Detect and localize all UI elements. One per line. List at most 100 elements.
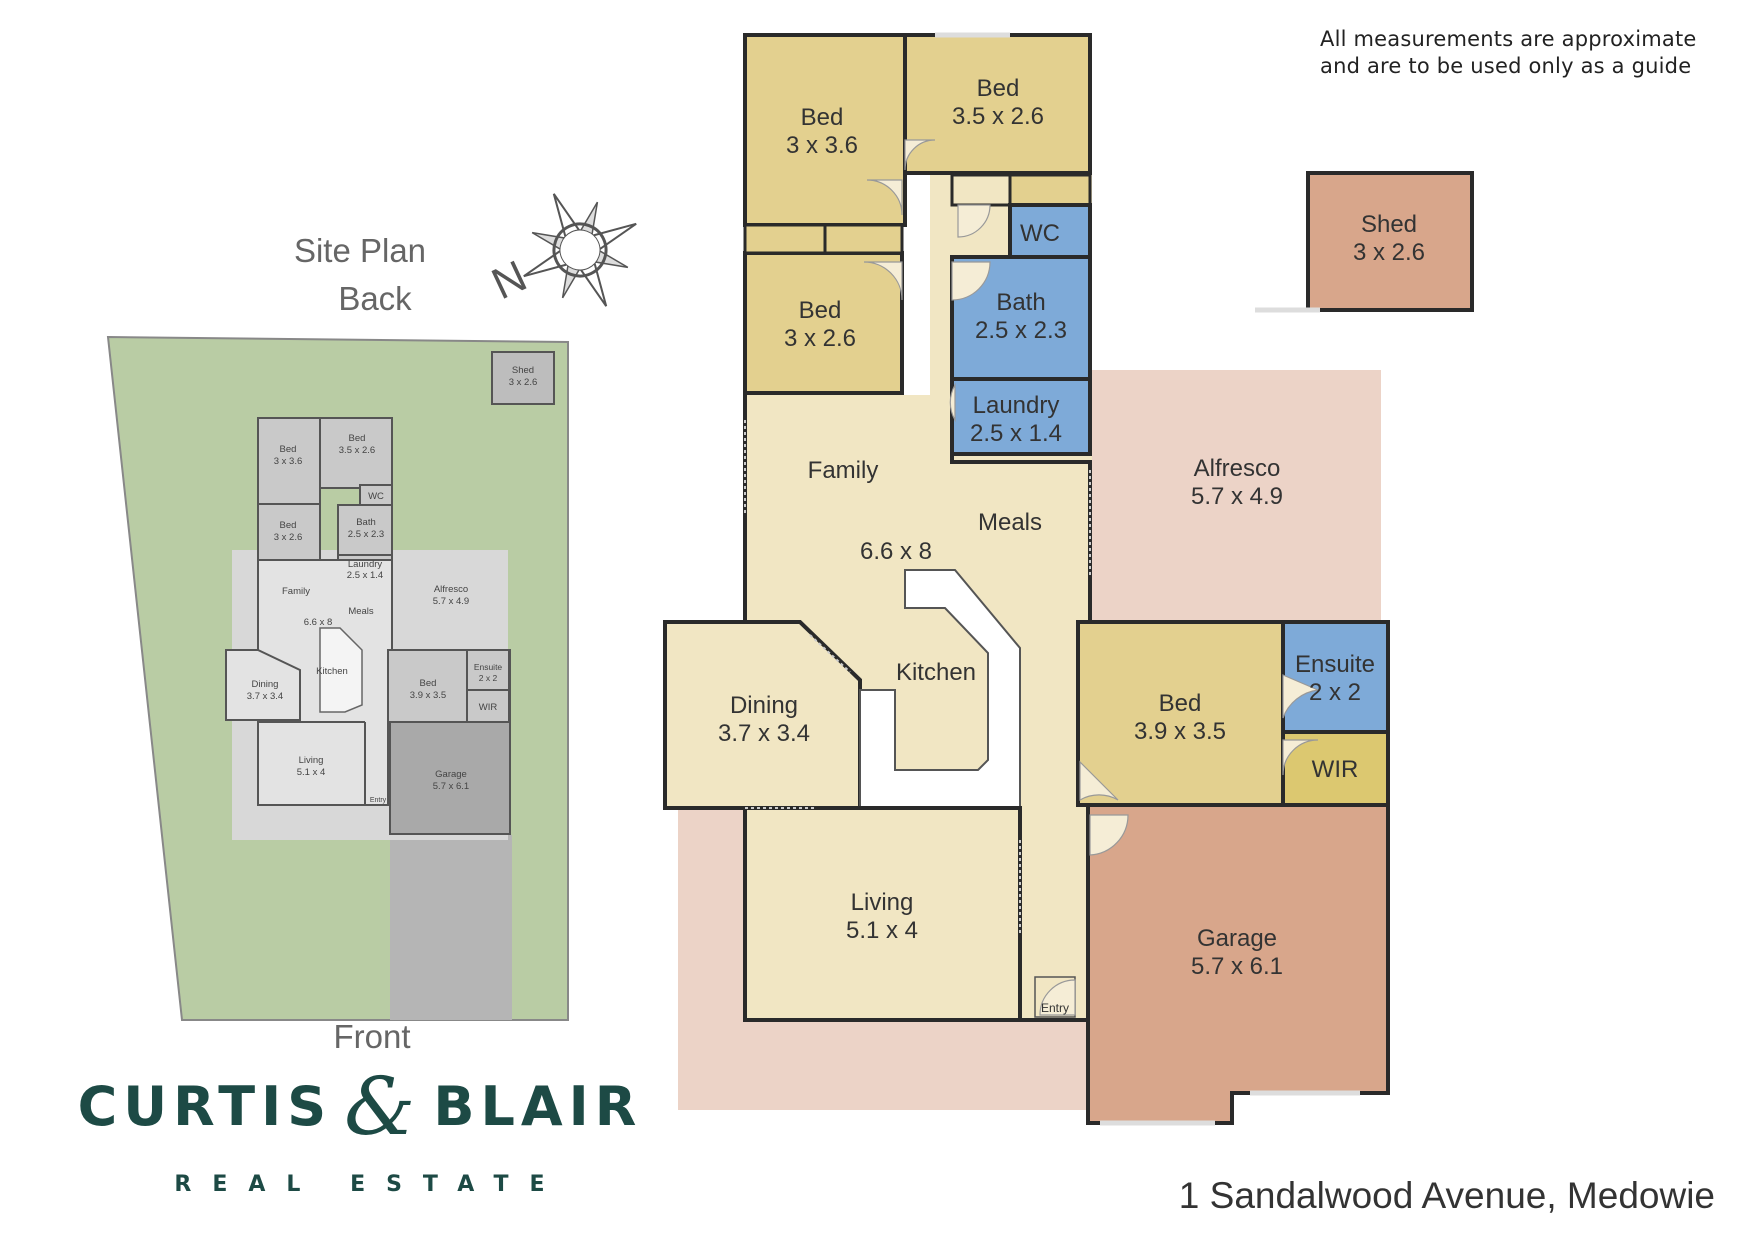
brand-name-right: BLAIR [433,1075,643,1138]
bed-closet-1 [743,223,827,255]
label-bed1: Bed [801,104,844,131]
label-bath-dim: 2.5 x 2.3 [975,317,1067,344]
site-room-garage [389,721,511,835]
property-address: 1 Sandalwood Avenue, Medowie [1178,1175,1715,1216]
site-label-bath: Bath [356,517,376,528]
label-living-dim: 5.1 x 4 [846,917,918,944]
site-label-laundry: Laundry [348,559,383,570]
site-label-ensuite: Ensuite [474,662,503,672]
site-label-shed-dim: 3 x 2.6 [509,377,538,388]
site-label-shed: Shed [512,365,534,376]
label-family-dim: 6.6 x 8 [860,538,932,565]
compass-north-letter: N [485,251,535,309]
site-label-ensuite-dim: 2 x 2 [479,673,498,683]
room-garage [1086,803,1390,1125]
label-wc: WC [1020,220,1060,247]
disclaimer-line-1: All measurements are approximate [1320,27,1697,51]
site-label-bed4: Bed [420,678,437,689]
disclaimer-line-2: and are to be used only as a guide [1320,54,1692,78]
label-shed: Shed [1361,211,1417,238]
label-wir: WIR [1312,756,1359,783]
room-bed2 [903,33,1092,175]
site-label-bed2-dim: 3.5 x 2.6 [339,445,375,456]
label-ensuite: Ensuite [1295,651,1375,678]
alfresco-area [1088,370,1381,625]
compass-rose-icon [523,193,637,307]
site-room-shed [491,351,555,405]
site-label-living-dim: 5.1 x 4 [297,767,326,778]
site-room-bed3 [257,503,321,561]
brand-logo: CURTIS & BLAIR REAL ESTATE [70,1059,650,1197]
site-room-wir [466,689,510,723]
site-label-bath-dim: 2.5 x 2.3 [348,529,384,540]
room-wc [1008,203,1092,259]
site-label-family: Family [282,586,310,597]
label-family: Family [808,457,879,484]
linen-cupboard-2 [1008,173,1092,207]
label-living: Living [851,889,914,916]
label-dining-dim: 3.7 x 3.4 [718,720,810,747]
room-living [743,806,1022,1022]
label-garage: Garage [1197,925,1277,952]
label-alfresco: Alfresco [1194,455,1281,482]
site-plan-title: Site Plan [293,232,427,269]
room-bed3 [743,251,904,395]
site-label-laundry-dim: 2.5 x 1.4 [347,570,383,581]
linen-cupboard-1 [950,173,1012,207]
site-kitchen-bench [319,627,363,713]
site-label-garage-dim: 5.7 x 6.1 [433,781,469,792]
site-label-dining: Dining [252,679,279,690]
site-label-bed1-dim: 3 x 3.6 [274,456,303,467]
site-label-wir: WIR [479,702,498,713]
label-bath: Bath [996,289,1045,316]
site-plan-front-label: Front [333,1018,411,1055]
site-label-bed2: Bed [349,433,366,444]
site-room-ensuite [466,649,510,691]
site-label-alfresco-dim: 5.7 x 4.9 [433,596,469,607]
label-entry: Entry [1041,1001,1069,1015]
site-label-bed1: Bed [280,444,297,455]
brand-tagline: REAL ESTATE [174,1172,566,1197]
label-dining: Dining [730,692,798,719]
site-plan-back-label: Back [338,280,412,317]
room-shed [1306,171,1474,312]
bed-closet-2 [823,223,904,255]
site-label-meals: Meals [348,606,374,617]
label-laundry-dim: 2.5 x 1.4 [970,420,1062,447]
site-label-bed3: Bed [280,520,297,531]
label-bed3-dim: 3 x 2.6 [784,325,856,352]
site-label-wc: WC [368,491,384,502]
label-bed1-dim: 3 x 3.6 [786,132,858,159]
label-garage-dim: 5.7 x 6.1 [1191,953,1283,980]
site-label-kitchen: Kitchen [316,666,348,677]
site-driveway [390,835,512,1020]
site-plan: Shed 3 x 2.6 Bed 3 x 3.6 Bed 3.5 x 2.6 W… [106,335,569,1021]
kitchen-bench [859,569,1021,809]
label-bed3: Bed [799,297,842,324]
label-bed4: Bed [1159,690,1202,717]
main-floor-plan: Bed 3 x 3.6 Bed 3.5 x 2.6 WC Bed 3 x 2.6… [663,32,1474,1126]
site-label-entry: Entry [370,797,387,804]
room-laundry [950,377,1092,456]
label-bed4-dim: 3.9 x 3.5 [1134,718,1226,745]
site-label-garage: Garage [435,769,467,780]
site-label-family-dim: 6.6 x 8 [304,617,333,628]
brand-wordmark: CURTIS & BLAIR [70,1059,650,1153]
site-label-living: Living [299,755,324,766]
site-label-bed4-dim: 3.9 x 3.5 [410,690,446,701]
brand-name-left: CURTIS [77,1075,333,1138]
room-bed1 [743,33,907,227]
site-label-alfresco: Alfresco [434,584,468,595]
brand-ampersand: & [344,1059,422,1153]
room-ensuite [1281,620,1390,734]
label-ensuite-dim: 2 x 2 [1309,679,1361,706]
label-alfresco-dim: 5.7 x 4.9 [1191,483,1283,510]
label-bed2-dim: 3.5 x 2.6 [952,103,1044,130]
label-shed-dim: 3 x 2.6 [1353,239,1425,266]
label-meals: Meals [978,509,1042,536]
room-bed4 [1076,620,1285,807]
site-label-dining-dim: 3.7 x 3.4 [247,691,283,702]
site-label-bed3-dim: 3 x 2.6 [274,532,303,543]
